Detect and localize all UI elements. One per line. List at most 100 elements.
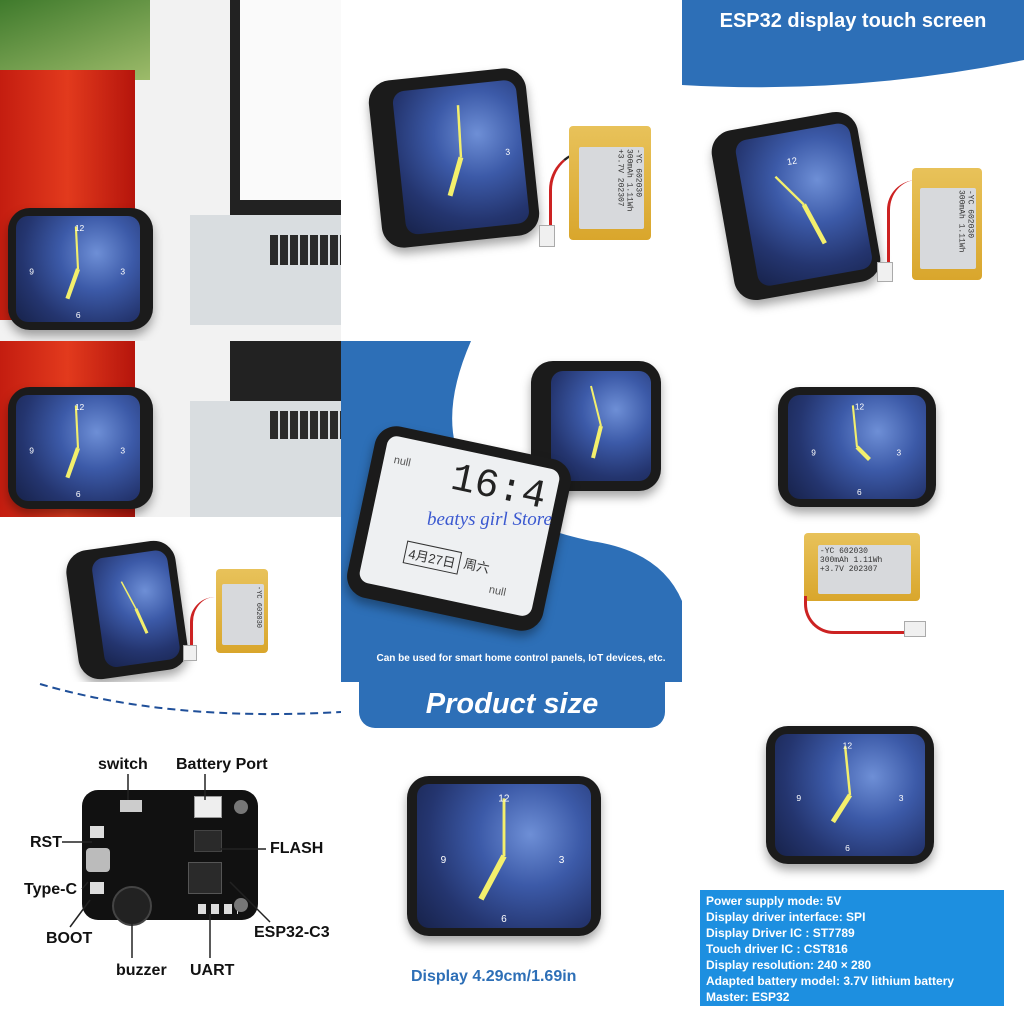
svg-text:12: 12 [75, 402, 85, 412]
display-size: Display 4.29cm/1.69in [411, 968, 577, 985]
watch-date: 4月27日 [402, 540, 462, 575]
label-battery-port: Battery Port [176, 756, 268, 773]
banner-tile: ESP32 display touch screen 12 -YC 602030… [682, 0, 1024, 341]
svg-text:6: 6 [845, 843, 850, 853]
battery-connector [877, 262, 893, 282]
battery-text-2: 300mAh 1.11Wh [956, 190, 966, 253]
clock-face: 12 [774, 155, 827, 245]
svg-text:9: 9 [796, 793, 801, 803]
svg-text:6: 6 [76, 310, 81, 320]
device-screen: 3 [391, 79, 531, 236]
label-boot: BOOT [46, 930, 93, 947]
battery-connector [539, 225, 555, 247]
pcb-flash-chip [194, 830, 222, 852]
pcb-leader-lines [62, 774, 271, 958]
pcb-mount-hole [234, 800, 248, 814]
keyboard-keys [270, 235, 341, 265]
device: 3 [366, 66, 542, 250]
spec-line: Display Driver IC : ST7789 [706, 926, 855, 940]
battery: -YC 602030 [216, 569, 268, 653]
battery: -YC 602030 300mAh 1.11Wh +3.7V 202307 [569, 126, 651, 240]
spec-line: Adapted battery model: 3.7V lithium batt… [706, 974, 955, 988]
svg-text:9: 9 [29, 445, 34, 455]
device: 12 3 6 9 [766, 726, 934, 864]
header-title: ESP32 display touch screen [719, 10, 987, 32]
pcb-boot-button [90, 882, 104, 894]
label-esp32: ESP32-C3 [254, 924, 330, 941]
spec-line: Touch driver IC : CST816 [706, 942, 848, 956]
laptop-display [240, 0, 341, 200]
laptop-keyboard [190, 215, 341, 325]
clock-face: 3 [447, 105, 511, 197]
label-uart: UART [190, 962, 235, 979]
device [63, 537, 191, 682]
label-buzzer: buzzer [116, 962, 167, 979]
plant-leaves [0, 0, 150, 80]
clock-face: 12 3 6 9 [29, 402, 125, 499]
pcb-usb-port [86, 848, 110, 872]
battery-text-3: +3.7V 202307 [819, 565, 878, 575]
battery-text-1: -YC 602030 [819, 547, 868, 557]
spec-line: Master: ESP32 [706, 990, 790, 1004]
svg-text:6: 6 [501, 914, 507, 925]
keyboard-keys [270, 411, 341, 439]
product-size-banner [359, 682, 665, 728]
watch-weekday: 周六 [462, 555, 491, 577]
pcb-esp32-chip [188, 862, 222, 894]
spec-line: Display driver interface: SPI [706, 910, 866, 924]
svg-text:3: 3 [120, 445, 125, 455]
svg-text:9: 9 [811, 447, 816, 457]
usage-caption: Can be used for smart home control panel… [376, 653, 666, 664]
spec-line: Power supply mode: 5V [706, 894, 842, 908]
battery-text-3: +3.7V 202307 [615, 148, 625, 207]
svg-text:9: 9 [29, 266, 34, 276]
spec-line: Display resolution: 240 × 280 [706, 958, 872, 972]
pcb-rst-button [90, 826, 104, 838]
device-screen [90, 548, 182, 669]
svg-text:3: 3 [559, 855, 565, 866]
dashed-wave [39, 683, 341, 716]
svg-text:3: 3 [505, 147, 511, 157]
watchface-tile: 16:4 null 4月27日 周六 null beatys girl Stor… [341, 341, 682, 682]
battery-wire [190, 597, 218, 652]
product-size-title: Product size [425, 688, 599, 720]
blue-header-wave [682, 0, 1024, 88]
battery-text-1: -YC 602030 [965, 190, 975, 239]
battery-text-2: 300mAh 1.11Wh [624, 148, 634, 211]
specs-tile: 12 3 6 9 Power supply mode: 5V Display driv… [682, 682, 1024, 1024]
svg-text:12: 12 [786, 155, 798, 167]
battery-text-1: -YC 602030 [253, 586, 262, 629]
battery: -YC 602030 300mAh 1.11Wh [912, 168, 982, 280]
svg-text:6: 6 [76, 489, 81, 499]
clock-face [120, 581, 149, 634]
label-flash: FLASH [270, 840, 324, 857]
svg-text:12: 12 [843, 741, 853, 751]
watch-null-2: null [487, 583, 507, 599]
watermark: beatys girl Store [427, 509, 552, 530]
battery-wire [804, 596, 907, 634]
battery-connector [904, 621, 926, 637]
label-rst: RST [30, 834, 62, 851]
svg-text:3: 3 [897, 447, 902, 457]
svg-text:3: 3 [899, 793, 904, 803]
label-type-c: Type-C [24, 881, 78, 898]
label-switch: switch [98, 756, 148, 773]
clock-face [590, 385, 603, 459]
pcb-uart-pins [198, 904, 238, 914]
battery-connector [183, 645, 197, 661]
device: 12 [708, 108, 884, 304]
svg-text:12: 12 [855, 402, 865, 412]
svg-text:12: 12 [75, 223, 85, 233]
pcb-buzzer [112, 886, 152, 926]
device: 12 3 6 9 [8, 387, 153, 509]
battery-text-1: -YC 602030 [633, 148, 643, 197]
